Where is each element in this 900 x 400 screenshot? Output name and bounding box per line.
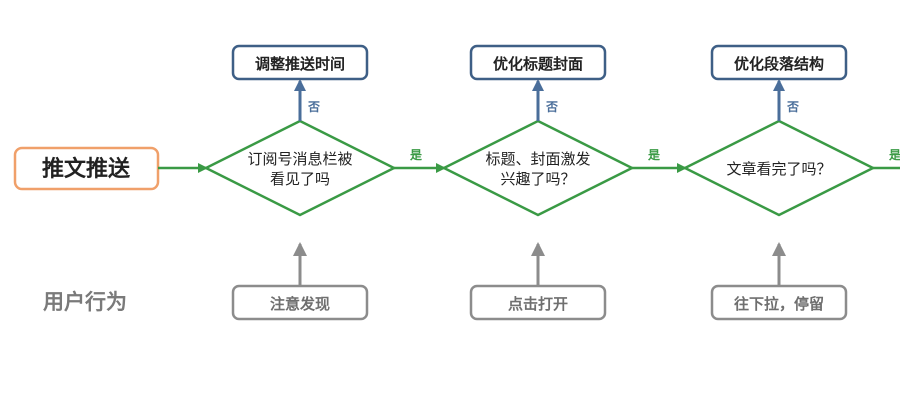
decision-question-line: 标题、封面激发 [485,150,590,168]
behavior-box-label: 点击打开 [508,295,568,313]
decision-question-line: 订阅号消息栏被 [247,150,352,168]
behavior-box [231,284,369,321]
yes-label: 是 [647,148,661,162]
decision-diamond-2 [441,119,635,217]
yes-label: 是 [409,148,423,162]
no-label: 否 [307,100,320,114]
no-label: 否 [786,100,799,114]
action-box-label: 优化标题封面 [493,55,583,73]
behavior-box [710,284,848,321]
start-node-label: 推文推送 [42,156,130,182]
decision-question-line: 文章看完了吗？ [726,160,831,178]
decision-diamond-3 [682,119,876,217]
action-box [469,44,607,81]
action-box-label: 优化段落结构 [734,55,824,73]
decision-question-line: 看见了吗 [270,170,330,188]
no-label: 否 [545,100,558,114]
behavior-box-label: 注意发现 [270,295,330,313]
yes-label: 是 [888,148,900,162]
action-box [710,44,848,81]
decision-diamond-1 [203,119,397,217]
action-box-label: 调整推送时间 [255,55,345,73]
behavior-box-label: 往下拉，停留 [734,295,824,313]
action-box [231,44,369,81]
decision-question-line: 兴趣了吗？ [500,170,575,188]
user-behavior-row-label: 用户行为 [43,290,127,314]
behavior-box [469,284,607,321]
